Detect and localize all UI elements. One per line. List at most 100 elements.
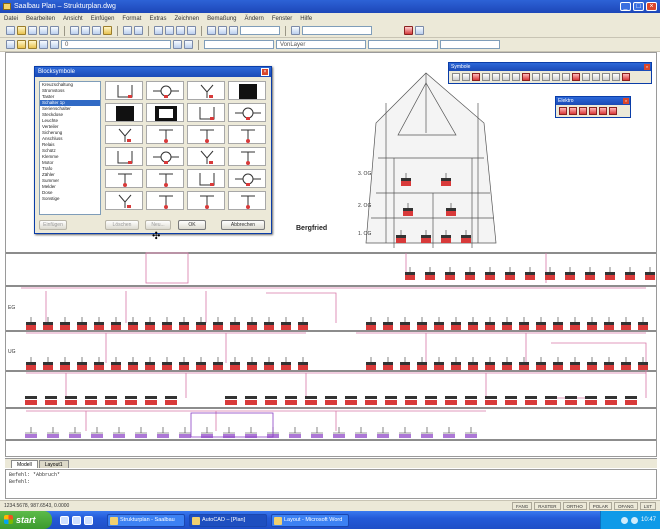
symbol-category-item[interactable]: Zähler bbox=[42, 172, 55, 177]
print-icon[interactable] bbox=[39, 26, 48, 35]
symbol-preview-cell[interactable] bbox=[187, 191, 225, 210]
symbol-preview-cell[interactable] bbox=[146, 169, 184, 188]
delete-button[interactable]: Löschen bbox=[105, 220, 139, 230]
match-properties-icon[interactable] bbox=[103, 26, 112, 35]
symbol-category-item[interactable]: Taster bbox=[42, 94, 55, 99]
menu-view[interactable]: Ansicht bbox=[63, 15, 83, 22]
symbol-category-item[interactable]: Serienschalter bbox=[42, 106, 71, 111]
grid-toggle[interactable]: RASTER bbox=[534, 502, 561, 510]
lock-icon[interactable] bbox=[50, 40, 59, 49]
symbol-category-item[interactable]: Schütz bbox=[42, 148, 56, 153]
ok-button[interactable]: OK bbox=[178, 220, 206, 230]
browser-icon[interactable] bbox=[60, 515, 69, 525]
palette-tool-icon[interactable] bbox=[452, 73, 460, 81]
symbol-preview-cell[interactable] bbox=[105, 191, 143, 210]
taskbar-item-active[interactable]: AutoCAD – [Plan] bbox=[189, 513, 267, 527]
symbol-preview-cell[interactable] bbox=[146, 81, 184, 100]
symbol-category-item[interactable]: Leuchte bbox=[42, 118, 59, 123]
menu-tools[interactable]: Extras bbox=[149, 15, 167, 22]
symbol-preview-cell[interactable] bbox=[228, 169, 266, 188]
palette-tool-icon[interactable] bbox=[612, 73, 620, 81]
cancel-button[interactable]: Abbrechen bbox=[221, 220, 265, 230]
plotstyle-combo[interactable] bbox=[440, 40, 500, 49]
close-button[interactable]: × bbox=[646, 2, 657, 11]
symbol-category-item[interactable]: Klemme bbox=[42, 154, 59, 159]
electric-symbol-icon[interactable] bbox=[579, 107, 587, 115]
palette-tool-icon[interactable] bbox=[582, 73, 590, 81]
symbol-preview-cell[interactable] bbox=[146, 103, 184, 122]
redo-icon[interactable] bbox=[134, 26, 143, 35]
symbol-preview-cell[interactable] bbox=[228, 191, 266, 210]
tab-layout1[interactable]: Layout1 bbox=[38, 460, 69, 468]
menu-draw[interactable]: Zeichnen bbox=[174, 15, 200, 22]
palette-tool-icon[interactable] bbox=[602, 73, 610, 81]
pan-icon[interactable] bbox=[154, 26, 163, 35]
lineweight-combo[interactable] bbox=[368, 40, 438, 49]
taskbar-item[interactable]: Strukturplan - Saalbau bbox=[107, 513, 185, 527]
paste-icon[interactable] bbox=[92, 26, 101, 35]
start-button[interactable]: start bbox=[0, 511, 52, 529]
color-combo[interactable] bbox=[204, 40, 274, 49]
symbol-preview-cell[interactable] bbox=[146, 147, 184, 166]
snap-toggle[interactable]: FANG bbox=[512, 502, 533, 510]
copy-icon[interactable] bbox=[81, 26, 90, 35]
lineweight-toggle[interactable]: LST bbox=[639, 502, 656, 510]
electric-palette-close-icon[interactable]: × bbox=[623, 98, 629, 104]
palette-tool-icon[interactable] bbox=[592, 73, 600, 81]
symbol-preview-cell[interactable] bbox=[105, 81, 143, 100]
volume-icon[interactable] bbox=[630, 516, 638, 524]
ortho-toggle[interactable]: ORTHO bbox=[562, 502, 587, 510]
palette-tool-icon[interactable] bbox=[622, 73, 630, 81]
symbol-category-item[interactable]: Anschluss bbox=[42, 136, 63, 141]
palette-tool-icon[interactable] bbox=[472, 73, 480, 81]
plot-style-combo[interactable] bbox=[240, 26, 280, 35]
symbol-category-item[interactable]: Motor bbox=[42, 160, 54, 165]
electric-palette-titlebar[interactable]: Elektro × bbox=[556, 97, 630, 105]
desktop-icon[interactable] bbox=[72, 515, 81, 525]
symbol-category-item[interactable]: Relais bbox=[42, 142, 55, 147]
palette-tool-icon[interactable] bbox=[542, 73, 550, 81]
symbol-preview-cell[interactable] bbox=[187, 103, 225, 122]
electric-symbol-icon[interactable] bbox=[599, 107, 607, 115]
polar-toggle[interactable]: POLAR bbox=[588, 502, 612, 510]
menu-format[interactable]: Format bbox=[122, 15, 142, 22]
taskbar-item[interactable]: Layout - Microsoft Word bbox=[271, 513, 349, 527]
menu-insert[interactable]: Einfügen bbox=[90, 15, 115, 22]
palette-tool-icon[interactable] bbox=[552, 73, 560, 81]
symbol-preview-cell[interactable] bbox=[105, 147, 143, 166]
palette-tool-icon[interactable] bbox=[502, 73, 510, 81]
electric-symbol-icon[interactable] bbox=[559, 107, 567, 115]
symbol-preview-cell[interactable] bbox=[228, 81, 266, 100]
command-line[interactable]: Befehl: *Abbruch* Befehl: bbox=[5, 469, 657, 499]
palette-tool-icon[interactable] bbox=[562, 73, 570, 81]
properties-icon[interactable] bbox=[207, 26, 216, 35]
palette-tool-icon[interactable] bbox=[462, 73, 470, 81]
symbol-category-item[interactable]: Schalter 1p bbox=[40, 100, 100, 106]
layer-combo[interactable]: 0 bbox=[61, 40, 171, 49]
layer-state-icon[interactable] bbox=[17, 40, 26, 49]
undo-icon[interactable] bbox=[123, 26, 132, 35]
menu-edit[interactable]: Bearbeiten bbox=[26, 15, 56, 22]
tab-model[interactable]: Modell bbox=[11, 460, 38, 468]
electric-symbol-icon[interactable] bbox=[609, 107, 617, 115]
symbol-category-item[interactable]: Verteiler bbox=[42, 124, 59, 129]
stop-icon[interactable] bbox=[404, 26, 413, 35]
help-icon[interactable] bbox=[291, 26, 300, 35]
symbol-preview-cell[interactable] bbox=[228, 125, 266, 144]
palette-tool-icon[interactable] bbox=[492, 73, 500, 81]
web-icon[interactable] bbox=[415, 26, 424, 35]
symbol-category-item[interactable]: Trafo bbox=[42, 166, 53, 171]
symbol-category-item[interactable]: Melder bbox=[42, 184, 56, 189]
preview-icon[interactable] bbox=[50, 26, 59, 35]
osnap-toggle[interactable]: OFANG bbox=[613, 502, 638, 510]
layer-manager-icon[interactable] bbox=[6, 40, 15, 49]
symbol-category-item[interactable]: Sonstige bbox=[42, 196, 60, 201]
menu-file[interactable]: Datei bbox=[4, 15, 19, 22]
tool-palette-icon[interactable] bbox=[229, 26, 238, 35]
menu-window[interactable]: Fenster bbox=[271, 15, 293, 22]
dialog-titlebar[interactable]: Blocksymbole × bbox=[35, 67, 271, 77]
electric-palette[interactable]: Elektro × bbox=[555, 96, 631, 118]
electric-symbol-icon[interactable] bbox=[569, 107, 577, 115]
